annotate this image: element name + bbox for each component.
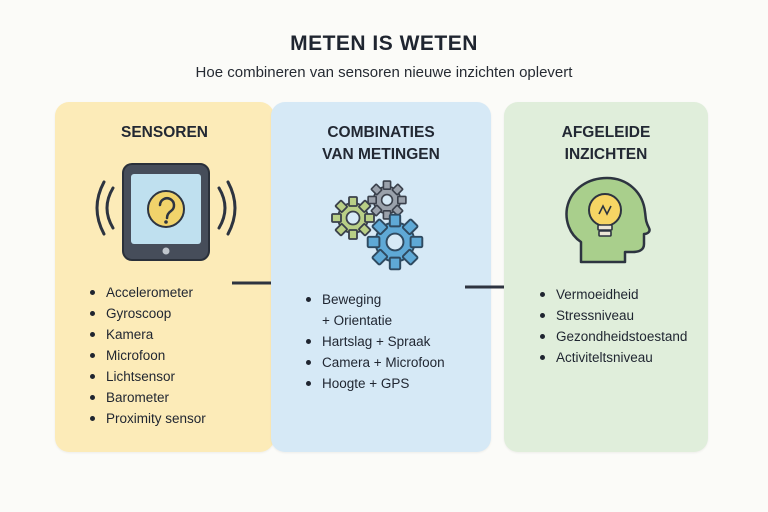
page-title: METEN IS WETEN xyxy=(290,32,478,55)
panel-title-combinaties-line1: COMBINATIES xyxy=(327,124,435,141)
combination-list: Beweging + Orientatie Hartslag + Spraak … xyxy=(304,289,445,394)
list-item: Proximity sensor xyxy=(88,408,206,429)
list-item: Gyroscoop xyxy=(88,303,206,324)
list-item: Gezondheidstoestand xyxy=(538,326,687,347)
list-item: Kamera xyxy=(88,324,206,345)
page-subtitle: Hoe combineren van sensoren nieuwe inzic… xyxy=(195,64,573,81)
head-lightbulb-icon xyxy=(565,176,651,264)
gears-icon xyxy=(327,178,431,278)
smartphone-sensor-icon xyxy=(95,163,237,261)
list-item: Camera + Microfoon xyxy=(304,352,445,373)
list-item: Microfoon xyxy=(88,345,206,366)
panel-title-inzichten-line1: AFGELEIDE xyxy=(561,124,651,141)
list-item: Hoogte + GPS xyxy=(304,373,445,394)
panel-inzichten: AFGELEIDE INZICHTEN Vermoeidheid Stressn… xyxy=(504,102,708,452)
list-item: Activiteltsniveau xyxy=(538,347,687,368)
sensor-list: Accelerometer Gyroscoop Kamera Microfoon… xyxy=(88,282,206,429)
list-item: Barometer xyxy=(88,387,206,408)
panel-combinaties: COMBINATIES VAN METINGEN xyxy=(271,102,491,452)
list-item-continuation: + Orientatie xyxy=(322,313,393,328)
list-item: Stressniveau xyxy=(538,305,687,326)
list-item: Accelerometer xyxy=(88,282,206,303)
panel-sensoren: SENSOREN Accelerometer Gyroscoop Kamera … xyxy=(55,102,274,452)
list-item: Hartslag + Spraak xyxy=(304,331,445,352)
list-item: Vermoeidheid xyxy=(538,284,687,305)
list-item: Beweging xyxy=(304,289,445,310)
panel-title-combinaties-line2: VAN METINGEN xyxy=(322,146,440,163)
list-item: Lichtsensor xyxy=(88,366,206,387)
panel-title-sensoren: SENSOREN xyxy=(121,124,208,141)
insight-list: Vermoeidheid Stressniveau Gezondheidstoe… xyxy=(538,284,687,368)
panel-title-inzichten-line2: INZICHTEN xyxy=(564,146,648,163)
